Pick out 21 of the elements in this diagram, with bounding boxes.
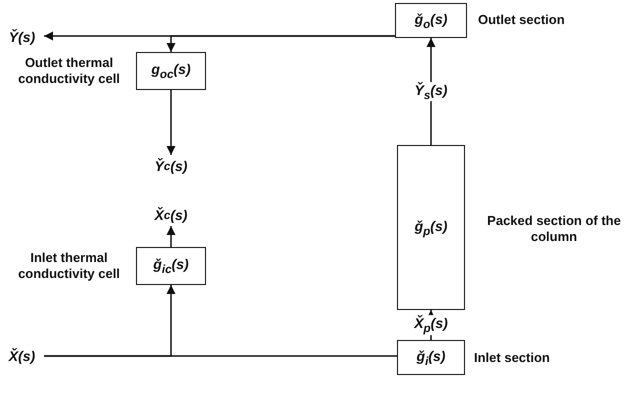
block-caption: Inlet section [474,350,551,366]
arrow [166,90,176,155]
edge-label: Y̌$_{s}$(s) [412,82,450,102]
block-box [397,340,465,375]
transfer-function: ǧ$_{ic}$(s) [153,256,189,276]
block-caption: Outlet section [478,12,566,28]
block-box [136,52,206,90]
transfer-function: g$_{oc}$(s) [151,61,191,81]
block-box [136,247,206,285]
arrow [166,35,395,52]
transfer-function: ǧ$_{i}$(s) [416,348,446,368]
block-caption: Outlet thermal conductivity cell [17,55,121,87]
transfer-function: ǧ$_{p}$(s) [414,218,448,238]
block-box [397,145,465,310]
signal-label: X̌(s) [2,346,42,366]
signal-label: Y̌(s) [2,27,42,47]
block-caption: Inlet thermal conductivity cell [17,250,121,282]
arrow [166,226,176,247]
transfer-function: ǧ$_{o}$(s) [414,10,448,30]
block-box [395,3,467,38]
block-caption: Packed section of the column [486,213,622,245]
